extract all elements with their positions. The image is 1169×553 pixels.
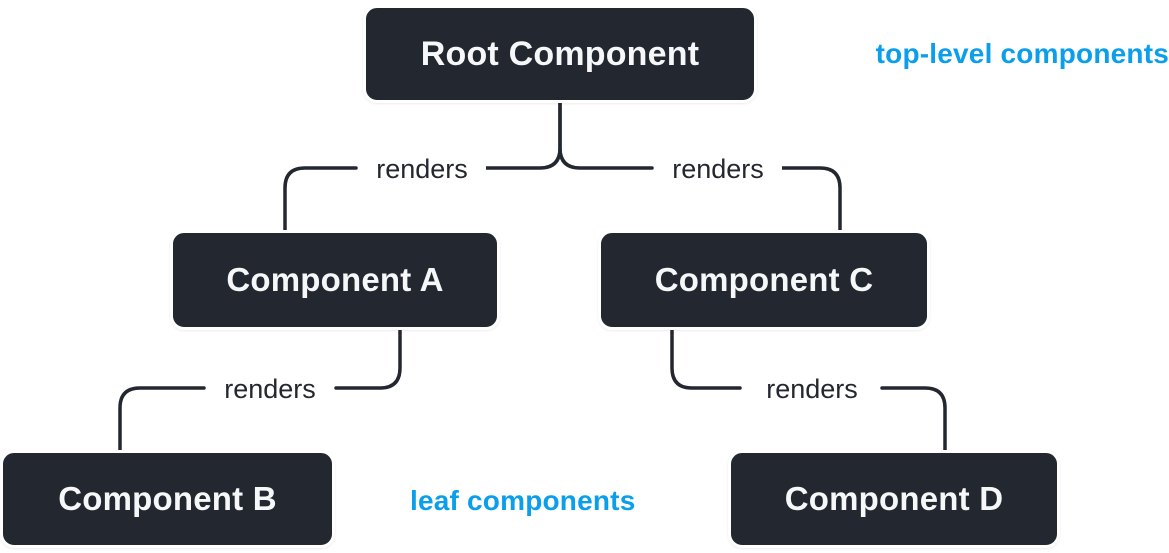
edge-label-renders-c-d: renders [748,371,876,407]
node-component-b-label: Component B [58,480,277,517]
node-component-a: Component A [170,230,500,330]
node-root-component-label: Root Component [420,34,700,73]
edge-label-renders-root-c: renders [654,151,782,187]
edge-root-c-line [558,101,842,232]
edge-c-d-line [670,328,947,452]
annotation-leaf-components: leaf components [410,485,636,516]
node-component-a-label: Component A [226,261,444,298]
node-root-component: Root Component [363,5,757,103]
node-component-c: Component C [598,230,930,330]
edge-label-renders-a-b: renders [206,371,334,407]
node-component-d-label: Component D [784,480,1004,517]
node-component-c-label: Component C [654,261,874,298]
node-component-d: Component D [728,450,1060,548]
edge-label-renders-root-a: renders [358,151,486,187]
node-component-b: Component B [0,450,335,548]
edge-a-b-line [118,328,402,452]
annotation-top-level-components: top-level components [875,38,1169,69]
